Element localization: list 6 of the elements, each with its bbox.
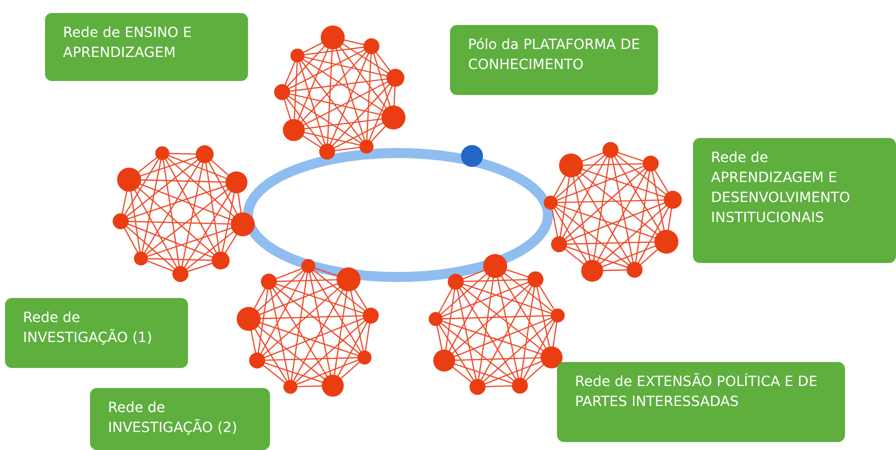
network-label-box: Pólo da PLATAFORMA DE CONHECIMENTO [450, 25, 658, 95]
network-label-box: Rede de APRENDIZAGEM E DESENVOLVIMENTO INSTITUCIONAIS [693, 138, 896, 263]
network-label-box: Rede de EXTENSÃO POLÍTICA E DE PARTES INTERESSADAS [557, 362, 845, 442]
network-label-box: Rede de ENSINO E APRENDIZAGEM [45, 13, 248, 81]
network-label-box: Rede de INVESTIGAÇÃO (1) [5, 298, 188, 368]
network-label-box: Rede de INVESTIGAÇÃO (2) [90, 388, 270, 450]
